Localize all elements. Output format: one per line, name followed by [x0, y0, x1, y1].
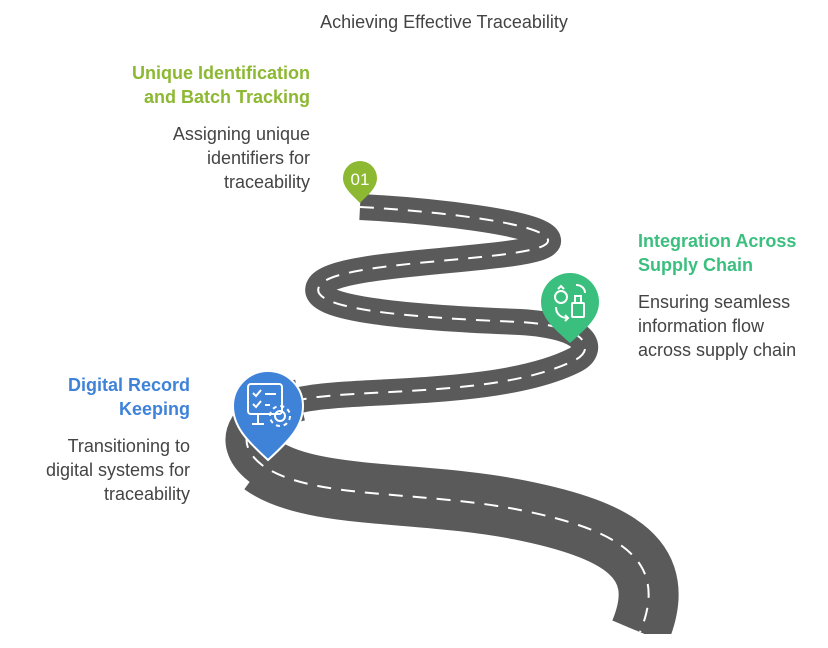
step-2-heading: Integration Across Supply Chain: [638, 229, 824, 277]
step-1-heading: Unique Identification and Batch Tracking: [100, 61, 310, 109]
diagram-title: Achieving Effective Traceability: [320, 12, 568, 32]
step-1-heading-line-1: Unique Identification: [132, 63, 310, 83]
step-3-heading-line-2: Keeping: [118, 399, 190, 419]
step-1-heading-line-2: and Batch Tracking: [143, 87, 310, 107]
step-2-desc-line-1: Ensuring seamless: [638, 292, 791, 312]
step-3-desc-line-2: digital systems for: [45, 460, 190, 480]
road-surface: [233, 194, 662, 637]
step-3-heading-line-1: Digital Record: [67, 375, 190, 395]
step-3-heading: Digital Record Keeping: [10, 373, 190, 421]
step-3-desc-line-1: Transitioning to: [67, 436, 190, 456]
step-unique-identification: Unique Identification and Batch Tracking…: [100, 61, 310, 194]
step-2-heading-line-1: Integration Across: [638, 231, 797, 251]
supply-chain-icon: [554, 284, 586, 322]
step-1-description: Assigning unique identifiers for traceab…: [100, 122, 310, 194]
step-2-desc-line-2: information flow: [638, 316, 765, 336]
step-1-desc-line-2: identifiers for: [206, 148, 310, 168]
checklist-gear-icon: [247, 383, 291, 427]
step-1-desc-line-1: Assigning unique: [172, 124, 310, 144]
marker-01: 01: [343, 161, 377, 203]
step-2-description: Ensuring seamless information flow acros…: [638, 290, 824, 362]
marker-01-number: 01: [351, 170, 370, 189]
step-2-heading-line-2: Supply Chain: [638, 255, 754, 275]
step-digital-records: Digital Record Keeping Transitioning to …: [10, 373, 190, 506]
step-2-desc-line-3: across supply chain: [638, 340, 797, 360]
step-3-description: Transitioning to digital systems for tra…: [10, 434, 190, 506]
marker-supply-chain: [541, 273, 599, 343]
step-integration: Integration Across Supply Chain Ensuring…: [638, 229, 824, 362]
marker-digital-records: [231, 370, 305, 462]
road-surface-wider: [244, 439, 679, 644]
step-1-desc-line-3: traceability: [223, 172, 310, 192]
step-3-desc-line-3: traceability: [103, 484, 190, 504]
